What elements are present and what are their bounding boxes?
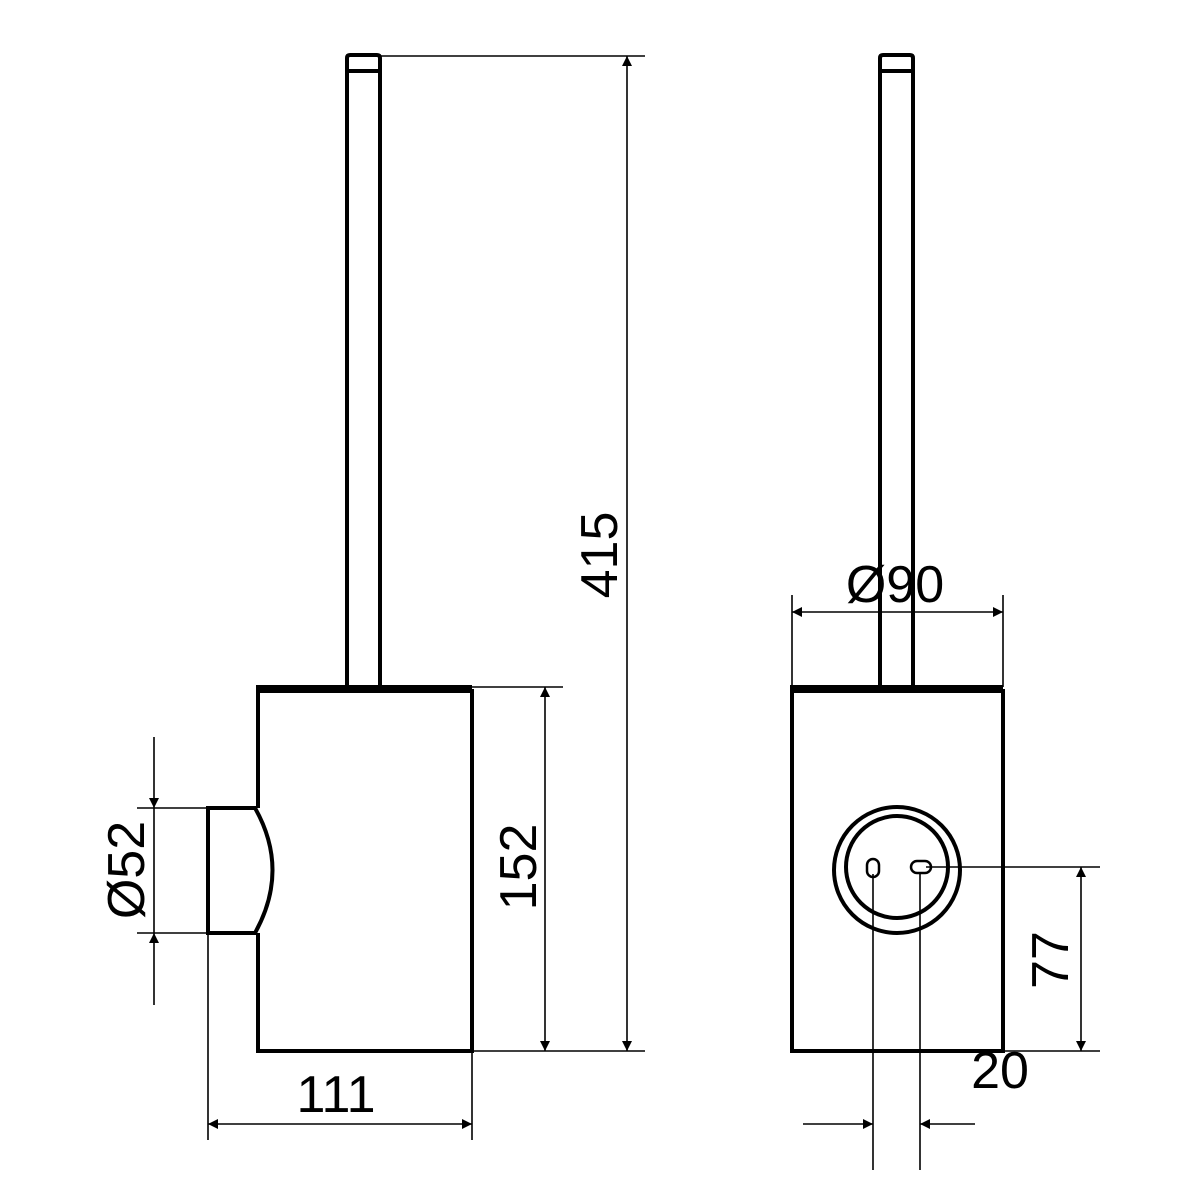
holder-body — [256, 689, 474, 1053]
dimension-77: 77 — [926, 866, 1100, 1052]
holder-body-front — [790, 689, 1005, 1053]
dimension-52: Ø52 — [98, 737, 206, 1005]
dimension-152: 152 — [472, 686, 563, 1051]
dimension-label-77: 77 — [1022, 931, 1080, 989]
lid-front — [790, 685, 1003, 693]
brush-handle — [345, 53, 382, 687]
dimension-415: 415 — [380, 55, 645, 1052]
dimension-label-52: Ø52 — [98, 821, 156, 919]
dimension-90: Ø90 — [791, 556, 1004, 687]
lid — [256, 685, 472, 693]
dimension-label-90: Ø90 — [846, 556, 944, 614]
wall-mount-disc — [832, 805, 962, 935]
dimension-label-152: 152 — [490, 824, 548, 911]
dimension-label-111: 111 — [296, 1066, 375, 1124]
brush-handle-front — [878, 53, 915, 687]
wall-knob — [206, 806, 275, 935]
side-view: 415 152 111 Ø52 — [98, 53, 645, 1140]
dimension-111: 111 — [207, 933, 473, 1140]
dimension-label-415: 415 — [571, 512, 629, 599]
front-view: Ø90 77 20 — [790, 53, 1100, 1170]
dimension-label-20: 20 — [971, 1042, 1029, 1100]
dimension-20: 20 — [803, 872, 1029, 1170]
